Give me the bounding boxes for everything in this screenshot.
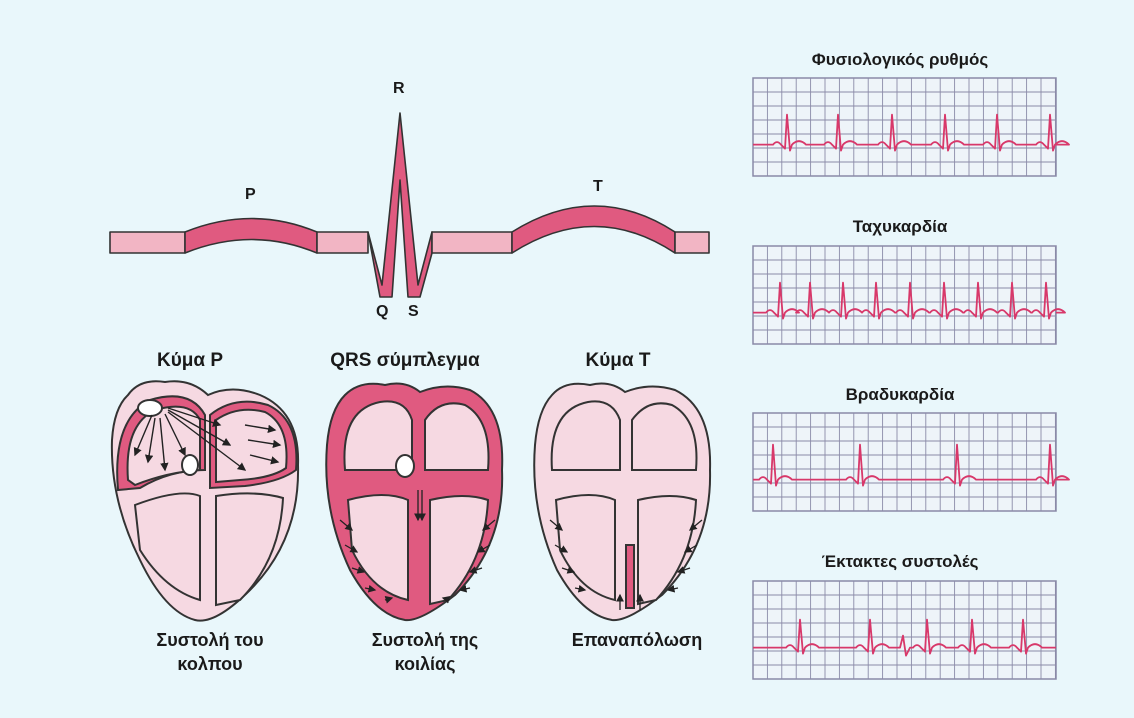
ecg-grid-frame: [752, 245, 1057, 345]
atria-inner: [550, 400, 698, 471]
caption-line-1: Συστολή της: [371, 630, 479, 650]
caption-line-2: κολπου: [177, 654, 243, 674]
septum-active: [625, 544, 635, 609]
heart-caption-t-wave: Επαναπόλωση: [537, 628, 737, 652]
caption-line-1: Επαναπόλωση: [571, 630, 703, 650]
left-ventricle: [133, 492, 201, 602]
ecg-strip-bradycardia: [752, 412, 1070, 512]
heart-caption-qrs: Συστολή της κοιλίας: [325, 628, 525, 676]
ecg-trace: [753, 618, 1056, 657]
ecg-strip-extrasystoles: [752, 580, 1057, 680]
ecg-trace: [753, 443, 1070, 487]
av-node: [395, 454, 415, 478]
ecg-trace: [753, 281, 1066, 320]
heart-caption-p-wave: Συστολή του κολπου: [110, 628, 310, 676]
heart-title-p-wave: Κύμα P: [156, 350, 224, 371]
conduction-arrows: [549, 519, 703, 610]
ecg-strip-normal: [752, 77, 1070, 177]
left-ventricle: [554, 494, 616, 602]
ecg-strip-title-normal: Φυσιολογικός ρυθμός: [811, 50, 989, 69]
s-wave-label: S: [408, 303, 419, 320]
right-ventricle: [215, 492, 285, 607]
qrs-complex-ribbon: [367, 112, 433, 298]
heart-title-t-wave: Κύμα T: [585, 350, 651, 371]
conduction-arrows: [133, 407, 282, 472]
p-wave-label: P: [245, 186, 256, 203]
right-ventricle: [637, 495, 698, 606]
atria-inner: [343, 400, 490, 471]
q-wave-label: Q: [376, 303, 389, 320]
av-node: [181, 454, 199, 476]
ecg-ribbon: [109, 112, 710, 298]
heart-title-qrs: QRS σύμπλεγμα: [330, 350, 480, 371]
r-wave-label: R: [393, 80, 405, 97]
caption-line-1: Συστολή του: [156, 630, 264, 650]
baseline-segment-2: [316, 231, 369, 254]
ecg-strip-title-extrasystoles: Έκτακτες συστολές: [821, 552, 979, 571]
right-ventricle: [429, 495, 490, 606]
ecg-strip-title-tachycardia: Ταχυκαρδία: [852, 217, 948, 236]
heart-qrs: [325, 382, 504, 622]
ecg-grid-frame: [752, 412, 1057, 512]
t-wave-label: T: [593, 178, 603, 195]
heart-p-wave: [110, 380, 300, 622]
sa-node: [137, 399, 163, 417]
caption-line-2: κοιλίας: [394, 654, 456, 674]
conduction-arrows: [339, 490, 496, 604]
baseline-segment-4: [674, 231, 710, 254]
ecg-grid-frame: [752, 77, 1057, 177]
ecg-grid-frame: [752, 580, 1057, 680]
ecg-strip-tachycardia: [752, 245, 1066, 345]
heart-t-wave: [533, 382, 712, 622]
ecg-strip-title-bradycardia: Βραδυκαρδία: [845, 385, 955, 404]
ecg-trace: [753, 113, 1070, 152]
left-ventricle: [346, 494, 409, 602]
